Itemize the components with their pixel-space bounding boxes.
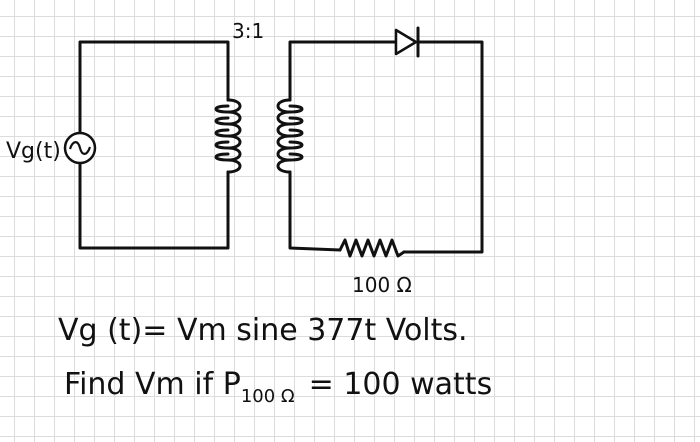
turns-ratio-label: 3:1 — [232, 19, 264, 43]
problem-line-1: Vg (t)= Vm sine 377t Volts. — [58, 313, 468, 348]
source-label: Vg(t) — [6, 139, 61, 164]
resistor-icon — [338, 238, 406, 258]
transformer: 3:1 — [214, 19, 304, 174]
diode-icon — [394, 26, 420, 58]
problem-line-2: Find Vm if P100 Ω = 100 watts — [64, 367, 492, 407]
ac-source-icon — [63, 131, 97, 165]
resistor-label: 100 Ω — [352, 273, 412, 297]
secondary-circuit-wires — [288, 40, 484, 254]
problem-line-2-suffix: = 100 watts — [309, 367, 493, 402]
primary-coil-icon — [214, 98, 242, 174]
problem-line-2-prefix: Find Vm if P — [64, 367, 241, 402]
power-subscript: 100 Ω — [241, 386, 295, 407]
primary-circuit-wires — [78, 40, 230, 250]
secondary-coil-icon — [276, 98, 304, 174]
